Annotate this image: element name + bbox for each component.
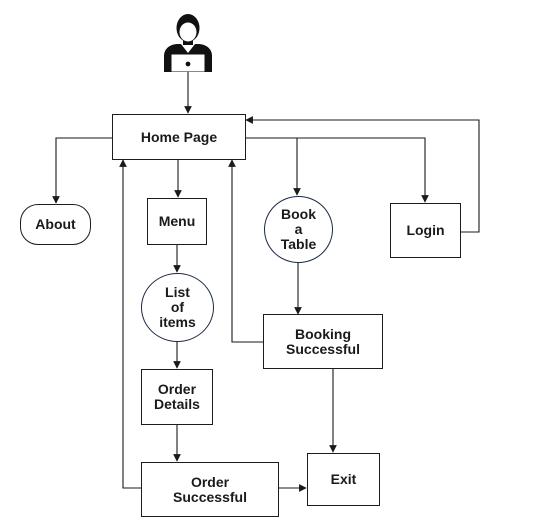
node-exit: Exit — [307, 453, 380, 506]
node-login: Login — [390, 203, 461, 258]
edge-home-to-login — [297, 137, 429, 203]
edge-login-to-home — [245, 116, 480, 233]
edge-order-success-to-home — [119, 159, 141, 489]
node-order-successful: Order Successful — [141, 462, 279, 517]
edge-home-to-book — [245, 137, 301, 196]
edge-home-to-about — [52, 137, 112, 204]
node-menu: Menu — [147, 198, 207, 245]
user-icon — [162, 8, 214, 73]
node-book-a-table: Book a Table — [264, 196, 333, 263]
node-home-page: Home Page — [112, 114, 246, 160]
node-about: About — [20, 204, 91, 245]
node-order-details: Order Details — [141, 369, 213, 425]
node-booking-successful: Booking Successful — [263, 314, 383, 369]
node-list-of-items: List of items — [141, 273, 214, 342]
edge-booking-to-home — [228, 159, 263, 343]
